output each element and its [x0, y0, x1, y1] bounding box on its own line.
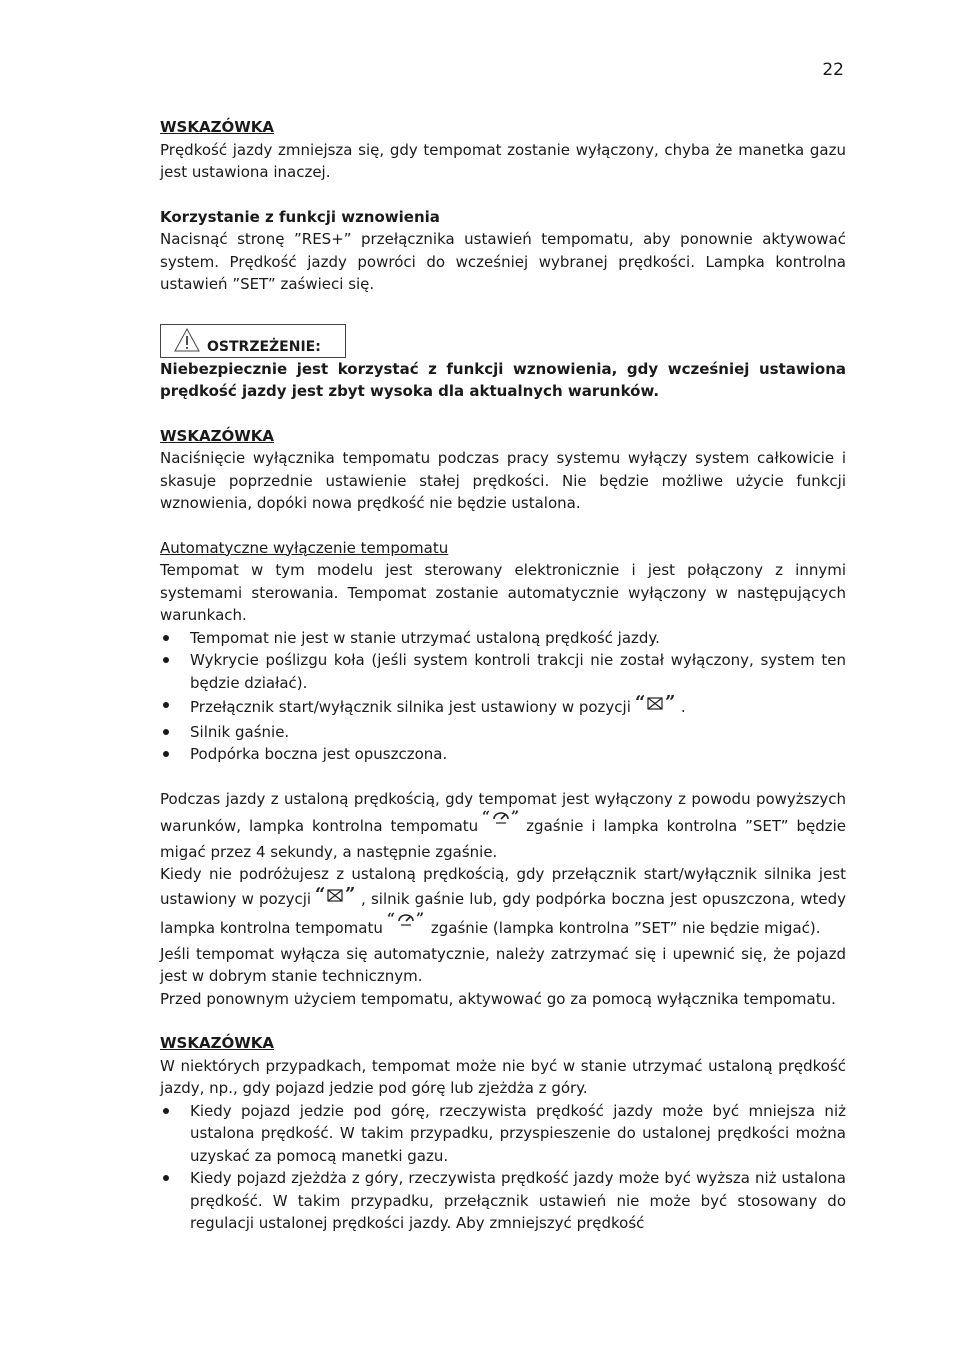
paragraph-text: zgaśnie (lampka kontrolna ”SET” nie będz…: [430, 919, 821, 937]
paragraph-text: Kiedy nie podróżujesz z ustaloną prędkoś…: [160, 865, 846, 908]
note-heading-3: WSKAZÓWKA: [160, 1034, 274, 1052]
resume-text: Nacisnąć stronę ”RES+” przełącznika usta…: [160, 230, 846, 293]
note-text-3: W niektórych przypadkach, tempomat może …: [160, 1056, 846, 1098]
paragraph-text: , silnik gaśnie lub, gdy podpórka boczna…: [160, 889, 846, 938]
svg-text:“: “: [482, 810, 490, 825]
auto-off-list: Tempomat nie jest w stanie utrzymać usta…: [160, 627, 846, 766]
document-body: WSKAZÓWKA Prędkość jazdy zmniejsza się, …: [160, 116, 846, 1235]
warning-text: Niebezpiecznie jest korzystać z funkcji …: [160, 359, 846, 401]
list-item: Podpórka boczna jest opuszczona.: [160, 743, 846, 766]
auto-off-paragraph-3: Jeśli tempomat wyłącza się automatycznie…: [160, 944, 846, 986]
list-item: Silnik gaśnie.: [160, 721, 846, 744]
auto-off-paragraph-2: Kiedy nie podróżujesz z ustaloną prędkoś…: [160, 863, 846, 943]
engine-stop-icon: “”: [315, 884, 357, 913]
list-item: Kiedy pojazd zjeżdża z góry, rzeczywista…: [160, 1167, 846, 1235]
list-item: Tempomat nie jest w stanie utrzymać usta…: [160, 627, 846, 650]
note-heading-1: WSKAZÓWKA: [160, 118, 274, 136]
svg-text:”: ”: [416, 912, 424, 927]
auto-off-paragraph-4: Przed ponownym użyciem tempomatu, aktywo…: [160, 989, 836, 1008]
page-number: 22: [822, 60, 844, 80]
svg-text:”: ”: [665, 694, 675, 713]
note-heading-2: WSKAZÓWKA: [160, 426, 274, 445]
svg-text:“: “: [387, 912, 395, 927]
list-item: Kiedy pojazd jedzie pod górę, rzeczywist…: [160, 1100, 846, 1168]
auto-off-paragraph-1: Podczas jazdy z ustaloną prędkością, gdy…: [160, 788, 846, 864]
note-text-1: Prędkość jazdy zmniejsza się, gdy tempom…: [160, 140, 846, 182]
list-item-text: Przełącznik start/wyłącznik silnika jest…: [190, 698, 631, 716]
warning-label: OSTRZEŻENIE:: [207, 338, 321, 355]
warning-triangle-icon: [174, 327, 200, 351]
svg-text:“: “: [315, 886, 325, 905]
list-item-text: .: [680, 698, 686, 716]
svg-text:”: ”: [511, 810, 519, 825]
cruise-control-lamp-icon: “”: [387, 911, 427, 943]
auto-off-heading: Automatyczne wyłączenie tempomatu: [160, 538, 449, 557]
warning-box: OSTRZEŻENIE:: [160, 323, 346, 358]
svg-text:“: “: [635, 694, 645, 713]
auto-off-intro: Tempomat w tym modelu jest sterowany ele…: [160, 561, 846, 624]
list-item: Wykrycie poślizgu koła (jeśli system kon…: [160, 649, 846, 694]
note-list: Kiedy pojazd jedzie pod górę, rzeczywist…: [160, 1100, 846, 1235]
engine-stop-icon: “”: [635, 692, 677, 721]
note-text-2: Naciśnięcie wyłącznika tempomatu podczas…: [160, 449, 846, 512]
svg-text:”: ”: [345, 886, 355, 905]
paragraph-text: zgaśnie i lampka kontrolna ”SET” będzie …: [160, 817, 846, 861]
list-item: Przełącznik start/wyłącznik silnika jest…: [160, 692, 846, 721]
paragraph-text: Podczas jazdy z ustaloną prędkością, gdy…: [160, 789, 846, 836]
resume-heading: Korzystanie z funkcji wznowienia: [160, 207, 440, 226]
cruise-control-lamp-icon: “”: [482, 809, 522, 841]
